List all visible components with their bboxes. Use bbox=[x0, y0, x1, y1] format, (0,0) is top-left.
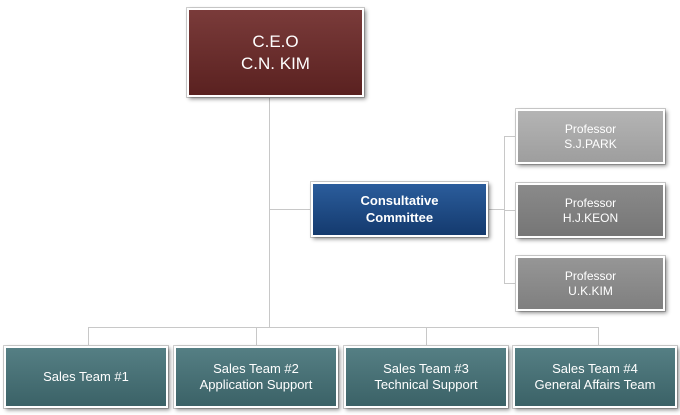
professor-title: Professor bbox=[564, 121, 617, 136]
team-box-4: Sales Team #4 General Affairs Team bbox=[513, 346, 677, 408]
ceo-name: C.N. KIM bbox=[241, 53, 310, 73]
connector-team-2 bbox=[256, 327, 257, 346]
connector-to-consultative bbox=[269, 209, 311, 210]
connector-ceo-trunk bbox=[269, 97, 270, 327]
professor-box-2: Professor H.J.KEON bbox=[516, 183, 665, 238]
connector-team-3 bbox=[426, 327, 427, 346]
professor-title: Professor bbox=[564, 268, 617, 283]
connector-professor-2 bbox=[504, 210, 516, 211]
consultative-committee-box: Consultative Committee bbox=[311, 182, 488, 237]
ceo-title: C.E.O bbox=[252, 32, 299, 52]
team-label-line1: Sales Team #4 bbox=[552, 360, 638, 376]
professor-box-1: Professor S.J.PARK bbox=[516, 109, 665, 164]
team-label-line2: Technical Support bbox=[374, 377, 478, 392]
consultative-label-line2: Committee bbox=[365, 209, 434, 225]
professor-box-3: Professor U.K.KIM bbox=[516, 256, 665, 311]
professor-name: U.K.KIM bbox=[568, 283, 613, 298]
connector-team-4 bbox=[598, 327, 599, 346]
team-label-line1: Sales Team #1 bbox=[43, 368, 129, 384]
professor-title: Professor bbox=[564, 195, 617, 210]
professor-name: H.J.KEON bbox=[562, 210, 619, 225]
connector-team-bus bbox=[88, 327, 599, 328]
team-box-3: Sales Team #3 Technical Support bbox=[344, 346, 508, 408]
connector-professor-3 bbox=[504, 283, 516, 284]
consultative-label-line1: Consultative bbox=[360, 193, 439, 209]
connector-professor-1 bbox=[504, 136, 516, 137]
professor-name: S.J.PARK bbox=[564, 136, 617, 151]
team-box-2: Sales Team #2 Application Support bbox=[174, 346, 338, 408]
connector-consultative-right bbox=[488, 209, 504, 210]
ceo-box: C.E.O C.N. KIM bbox=[187, 8, 364, 97]
team-label-line2: Application Support bbox=[199, 377, 313, 392]
team-label-line1: Sales Team #3 bbox=[383, 360, 469, 376]
connector-team-1 bbox=[88, 327, 89, 346]
team-box-1: Sales Team #1 bbox=[4, 346, 168, 408]
team-label-line1: Sales Team #2 bbox=[213, 360, 299, 376]
team-label-line2: General Affairs Team bbox=[534, 377, 656, 392]
